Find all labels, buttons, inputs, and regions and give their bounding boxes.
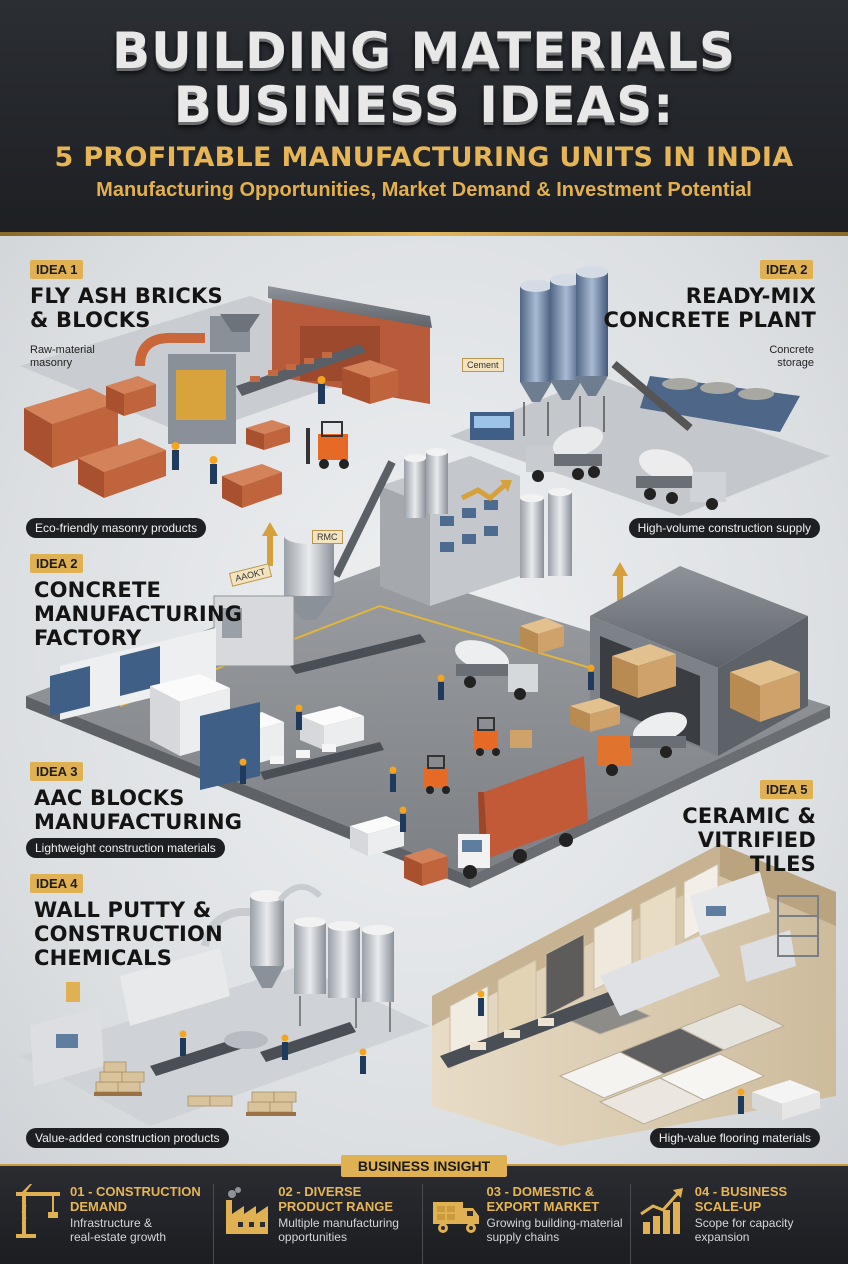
idea-3-title-line-1: AAC BLOCKS <box>34 786 185 810</box>
insight-4-title: 04 - BUSINESS SCALE-UP <box>695 1184 794 1214</box>
insight-4-title-line-2: SCALE-UP <box>694 1199 762 1214</box>
idea-3-title-line-2: MANUFACTURING <box>34 810 243 834</box>
insight-item-business-scale-up: 04 - BUSINESS SCALE-UP Scope for capacit… <box>639 1184 838 1264</box>
idea-1-caption-line-1: Raw-material <box>30 344 95 356</box>
idea-2-rmc-caption: Concrete storage <box>769 344 814 370</box>
idea-2-rmc-summary-pill: High-volume construction supply <box>628 518 820 538</box>
cement-tag: Cement <box>462 358 504 372</box>
crane-icon <box>16 1184 60 1238</box>
insight-2-desc-line-2: opportunities <box>278 1230 347 1244</box>
idea-5-title: CERAMIC & VITRIFIED TILES <box>682 804 816 876</box>
insight-2-desc-line-1: Multiple manufacturing <box>278 1216 399 1230</box>
page-title-line-2: BUSINESS IDEAS: <box>173 76 675 134</box>
insight-1-desc: Infrastructure & real-estate growth <box>70 1216 201 1244</box>
insight-1-title: 01 - CONSTRUCTION DEMAND <box>70 1184 201 1214</box>
idea-5-title-line-2: VITRIFIED <box>697 828 816 852</box>
insight-1-title-line-2: DEMAND <box>70 1199 128 1214</box>
idea-5-title-line-3: TILES <box>750 852 816 876</box>
sack-stack <box>95 1061 297 1113</box>
idea-2-rmc-caption-line-1: Concrete <box>769 344 814 356</box>
insight-3-title-line-1: 03 - DOMESTIC & <box>486 1184 595 1199</box>
idea-4-badge: IDEA 4 <box>30 874 84 893</box>
insight-1-desc-line-2: real-estate growth <box>70 1230 167 1244</box>
mixer-truck <box>636 449 726 510</box>
idea-4-title-line-2: CONSTRUCTION <box>34 922 223 946</box>
forklift <box>306 421 349 469</box>
factory-icon <box>226 1187 269 1234</box>
insight-3-desc: Growing building-material supply chains <box>487 1216 623 1244</box>
idea-5-summary-pill: High-value flooring materials <box>649 1128 820 1148</box>
idea-2-rmc-caption-line-2: storage <box>777 357 814 369</box>
insight-4-desc-line-1: Scope for capacity <box>694 1216 794 1230</box>
idea-2-concrete-title-line-2: MANUFACTURING <box>34 602 243 626</box>
insight-4-title-line-1: 04 - BUSINESS <box>694 1184 788 1199</box>
business-insight-footer: 01 - CONSTRUCTION DEMAND Infrastructure … <box>0 1166 848 1264</box>
idea-2-concrete-title-line-1: CONCRETE <box>34 578 162 602</box>
forklift <box>474 717 532 756</box>
idea-4-title: WALL PUTTY & CONSTRUCTION CHEMICALS <box>34 898 223 970</box>
idea-4-summary-pill: Value-added construction products <box>26 1128 229 1148</box>
idea-1-caption: Raw-material masonry <box>30 344 95 370</box>
idea-1-title-line-2: & BLOCKS <box>30 308 151 332</box>
insight-item-diverse-product-range: 02 - DIVERSE PRODUCT RANGE Multiple manu… <box>222 1184 423 1264</box>
page-subtitle: 5 PROFITABLE MANUFACTURING UNITS IN INDI… <box>54 142 794 173</box>
idea-3-badge: IDEA 3 <box>30 762 84 781</box>
concrete-factory-illustration <box>26 448 830 888</box>
insight-2-desc: Multiple manufacturing opportunities <box>278 1216 399 1244</box>
idea-3-summary-pill: Lightweight construction materials <box>26 838 225 858</box>
insight-4-desc-line-2: expansion <box>694 1230 750 1244</box>
header: BUILDING MATERIALS BUSINESS IDEAS: 5 PRO… <box>0 0 848 236</box>
idea-1-title: FLY ASH BRICKS & BLOCKS <box>30 284 223 332</box>
insight-item-construction-demand: 01 - CONSTRUCTION DEMAND Infrastructure … <box>14 1184 215 1264</box>
idea-2-rmc-badge: IDEA 2 <box>760 260 814 279</box>
pallet-stack <box>520 618 800 732</box>
tiles-plant-illustration <box>432 844 836 1146</box>
idea-1-summary-pill: Eco-friendly masonry products <box>26 518 207 538</box>
insight-3-title: 03 - DOMESTIC & EXPORT MARKET <box>487 1184 623 1214</box>
idea-1-title-line-1: FLY ASH BRICKS <box>30 284 223 308</box>
idea-2-concrete-badge: IDEA 2 <box>30 554 84 573</box>
idea-3-title: AAC BLOCKS MANUFACTURING <box>34 786 242 834</box>
container-truck <box>458 756 588 879</box>
growth-chart-icon <box>639 1188 683 1234</box>
insight-3-desc-line-2: supply chains <box>486 1230 560 1244</box>
main-illustration-area: IDEA 1 FLY ASH BRICKS & BLOCKS Raw-mater… <box>0 236 848 1164</box>
insight-3-desc-line-1: Growing building-material <box>486 1216 623 1230</box>
idea-4-title-line-1: WALL PUTTY & <box>34 898 212 922</box>
mixer-truck <box>526 426 604 482</box>
idea-2-rmc-title: READY-MIX CONCRETE PLANT <box>604 284 816 332</box>
page-tagline: Manufacturing Opportunities, Market Dema… <box>96 179 752 201</box>
idea-4-title-line-3: CHEMICALS <box>34 946 173 970</box>
fly-ash-plant-illustration <box>20 286 432 508</box>
factory-illustration <box>20 266 836 1146</box>
rmc-tag: RMC <box>312 530 343 544</box>
insight-4-desc: Scope for capacity expansion <box>695 1216 794 1244</box>
mixer-truck <box>598 712 687 776</box>
idea-5-badge: IDEA 5 <box>760 780 814 799</box>
idea-1-caption-line-2: masonry <box>30 357 73 369</box>
insight-2-title: 02 - DIVERSE PRODUCT RANGE <box>278 1184 399 1214</box>
idea-2-rmc-title-line-2: CONCRETE PLANT <box>603 308 816 332</box>
idea-2-rmc-title-line-1: READY-MIX <box>685 284 816 308</box>
idea-2-concrete-title-line-3: FACTORY <box>34 626 142 650</box>
ready-mix-plant-illustration <box>450 266 830 516</box>
insight-3-title-line-2: EXPORT MARKET <box>486 1199 600 1214</box>
insight-item-domestic-export-market: 03 - DOMESTIC & EXPORT MARKET Growing bu… <box>431 1184 631 1264</box>
mixer-truck <box>455 640 538 700</box>
business-insight-badge: BUSINESS INSIGHT <box>341 1155 507 1177</box>
insight-2-title-line-2: PRODUCT RANGE <box>278 1199 394 1214</box>
wall-putty-plant-illustration <box>20 884 430 1126</box>
insight-2-title-line-1: 02 - DIVERSE <box>278 1184 362 1199</box>
idea-5-title-line-1: CERAMIC & <box>682 804 816 828</box>
idea-2-concrete-title: CONCRETE MANUFACTURING FACTORY <box>34 578 242 650</box>
idea-1-badge: IDEA 1 <box>30 260 84 279</box>
truck-icon <box>432 1202 479 1233</box>
insight-1-title-line-1: 01 - CONSTRUCTION <box>70 1184 201 1199</box>
floor-tiles <box>558 997 786 1125</box>
forklift <box>424 755 450 794</box>
insight-1-desc-line-1: Infrastructure & <box>70 1216 153 1230</box>
brick-stack <box>24 360 398 508</box>
page-title-line-1: BUILDING MATERIALS <box>111 22 737 80</box>
